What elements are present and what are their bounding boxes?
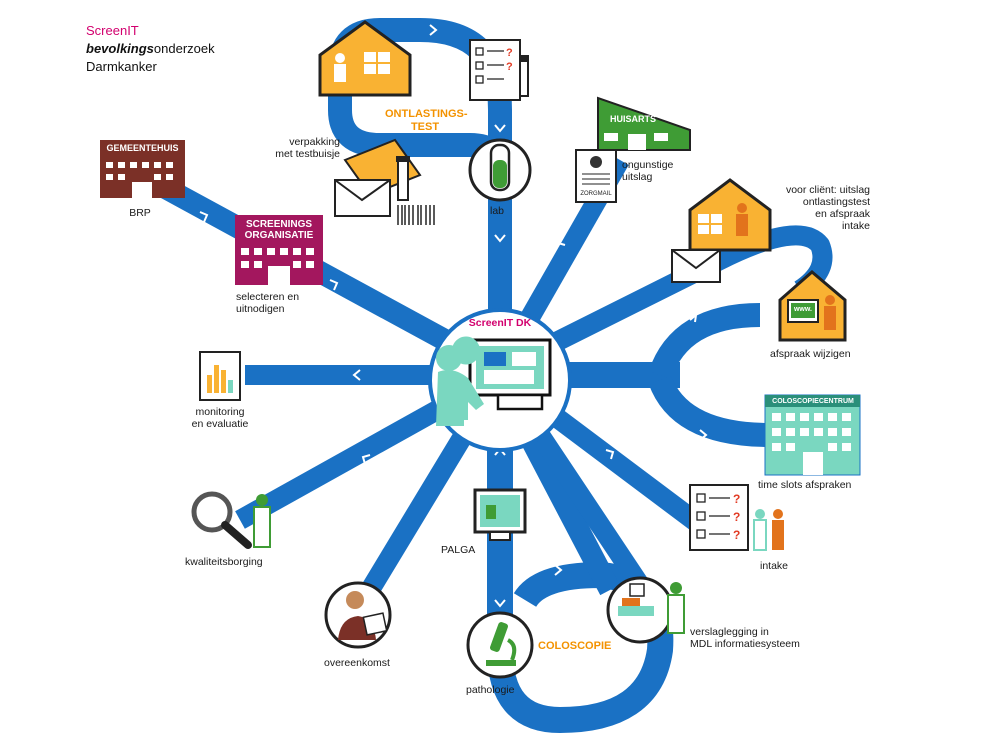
brand-bevolkings: bevolkings: [86, 41, 154, 56]
label-afspraak-wijzigen: afspraak wijzigen: [770, 348, 851, 360]
label-voor-client: voor cliënt: uitslag ontlastingstest en …: [785, 184, 870, 232]
house-client-upper-right: [688, 178, 772, 252]
overeenkomst-icon: [324, 581, 392, 649]
sign-huisarts: HUISARTS: [609, 114, 656, 124]
svg-text:?: ?: [506, 47, 513, 59]
label-pathologie: pathologie: [466, 684, 515, 696]
pathologie-icon: [466, 611, 534, 679]
flow-arrows: [199, 24, 708, 701]
label-verslaglegging: verslaglegging in MDL informatiesysteem: [690, 626, 800, 650]
label-coloscopie: COLOSCOPIE: [538, 640, 612, 652]
brand-screenit: ScreenIT: [86, 23, 139, 38]
magnifier-icon: [191, 491, 271, 549]
label-ongunstige-uitslag: ongunstige uitslag: [622, 159, 674, 183]
svg-text:?: ?: [733, 492, 740, 506]
pipe-fork-up: [648, 303, 761, 380]
brand-darmkanker: Darmkanker: [86, 59, 157, 74]
label-lab: lab: [490, 205, 505, 217]
svg-text:?: ?: [733, 510, 740, 524]
sign-screeningsorganisatie: SCREENINGS ORGANISATIE: [244, 219, 314, 241]
label-palga: PALGA: [441, 544, 476, 556]
brand-onderzoek: onderzoek: [153, 41, 215, 56]
label-monitoring: monitoring en evaluatie: [191, 406, 249, 430]
svg-text:?: ?: [506, 61, 513, 73]
coloscopiecentrum-building: [764, 394, 861, 476]
label-overeenkomst: overeenkomst: [324, 657, 390, 669]
intake-form: ? ? ?: [689, 484, 784, 551]
label-ontlastingstest: ONTLASTINGS-TEST: [385, 108, 468, 133]
label-intake: intake: [760, 560, 789, 572]
label-kwaliteitsborging: kwaliteitsborging: [185, 556, 263, 568]
sign-coloscopiecentrum: COLOSCOPIECENTRUM: [772, 398, 854, 405]
hub: [428, 308, 572, 452]
brand-block: ScreenIT bevolkingsonderzoek Darmkanker: [86, 22, 215, 76]
pipe-fork-down: [648, 375, 771, 447]
zorgmail-form: [575, 149, 617, 203]
svg-text:?: ?: [733, 528, 740, 542]
gemeentehuis-building: [100, 140, 185, 198]
package-icon: [334, 138, 435, 225]
label-verpakking: verpakking met testbuisje: [275, 136, 340, 160]
lab-icon: [468, 138, 532, 202]
huisarts-building: [597, 96, 691, 151]
verslaglegging-icon: [606, 576, 685, 644]
label-brp: BRP: [129, 207, 151, 219]
sign-zorgmail: ZORGMAIL: [580, 191, 612, 197]
sign-www: www.: [793, 306, 813, 313]
palga-monitor: [473, 488, 527, 541]
hub-title: ScreenIT DK: [468, 317, 532, 329]
label-time-slots: time slots afspraken: [758, 479, 852, 491]
label-selecteren: selecteren en uitnodigen: [236, 291, 300, 315]
house-client-top: [318, 20, 412, 97]
envelope-icon: [671, 249, 721, 283]
screeningsorganisatie-building: [235, 215, 323, 285]
house-afspraak: [778, 270, 847, 342]
sign-gemeentehuis: GEMEENTEHUIS: [106, 143, 179, 153]
form-icon-top: ? ?: [469, 39, 529, 101]
pipe-loop-bottom: [487, 380, 674, 733]
monitoring-doc: [199, 351, 241, 401]
